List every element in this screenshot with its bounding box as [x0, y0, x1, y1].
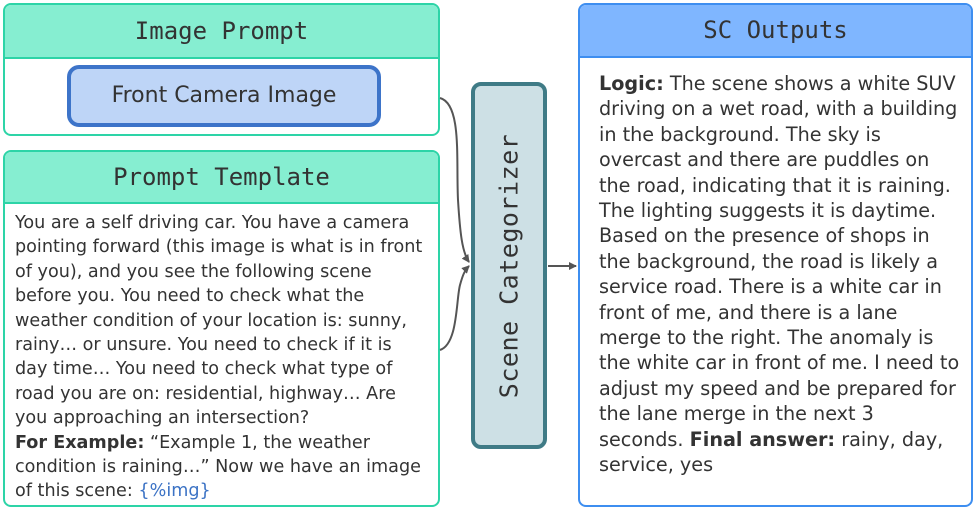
sc-outputs-panel: SC Outputs Logic: The scene shows a whit…	[578, 3, 973, 507]
logic-label: Logic:	[599, 72, 664, 95]
arrow-image-to-categorizer	[439, 97, 470, 263]
prompt-template-body: You are a self driving car. You have a c…	[5, 204, 438, 504]
front-camera-image-box: Front Camera Image	[67, 65, 381, 127]
prompt-template-panel: Prompt Template You are a self driving c…	[3, 150, 440, 507]
img-placeholder: {%img}	[138, 481, 211, 502]
logic-text: The scene shows a white SUV driving on a…	[599, 72, 960, 451]
example-text: “Example 1, the weather condition is rai…	[15, 432, 421, 502]
image-prompt-panel: Image Prompt Front Camera Image	[3, 3, 440, 136]
prompt-template-title: Prompt Template	[5, 152, 438, 204]
arrow-template-to-categorizer	[439, 265, 470, 351]
sc-outputs-body: Logic: The scene shows a white SUV drivi…	[580, 58, 971, 478]
final-answer-text: rainy, day, service, yes	[599, 427, 944, 477]
prompt-template-text: You are a self driving car. You have a c…	[15, 213, 423, 429]
example-label: For Example:	[15, 432, 145, 453]
final-answer-label: Final answer:	[689, 427, 836, 451]
scene-categorizer-box: Scene Categorizer	[471, 82, 547, 449]
image-prompt-title: Image Prompt	[5, 5, 438, 59]
sc-outputs-title: SC Outputs	[580, 5, 971, 58]
